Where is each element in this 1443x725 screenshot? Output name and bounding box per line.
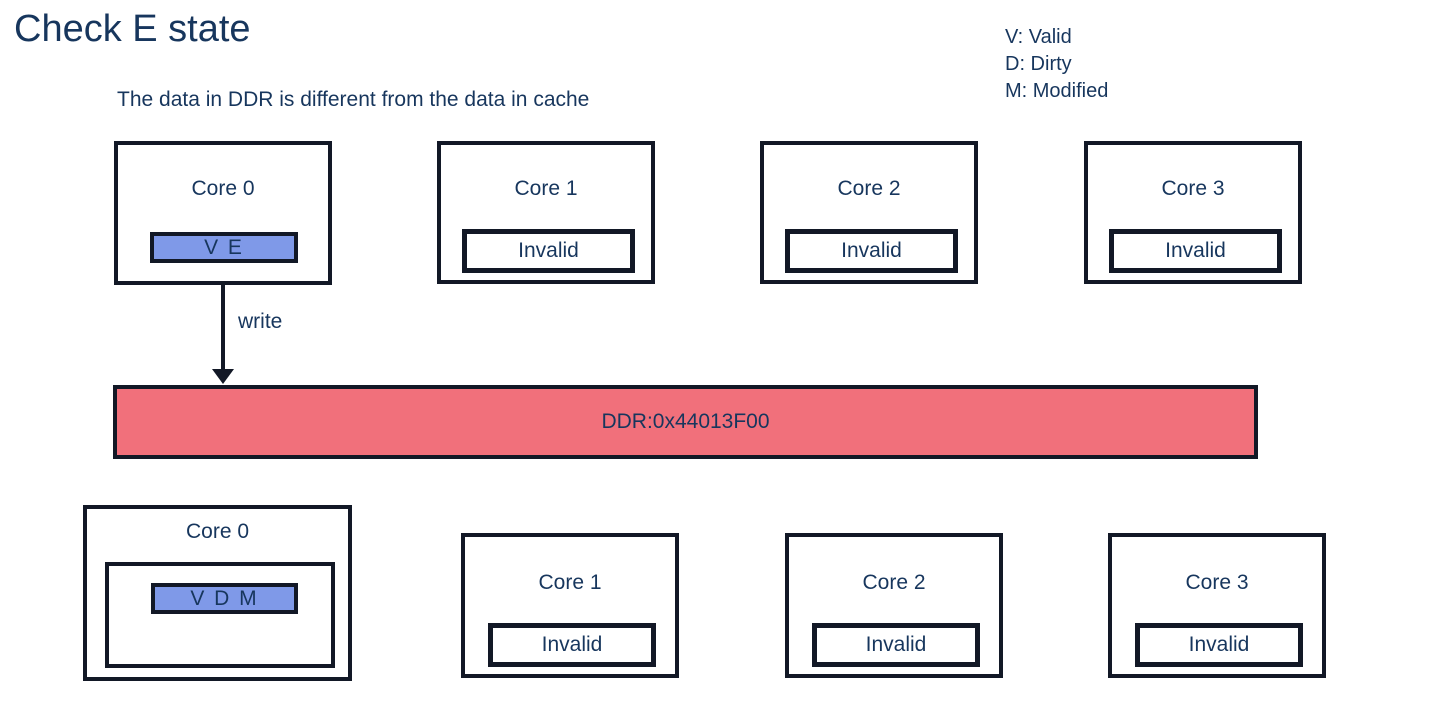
cache-state-box-vdm: V D M (151, 583, 298, 614)
cache-state-box-invalid: Invalid (1109, 229, 1282, 273)
write-arrow-label: write (238, 310, 283, 333)
core-box-bottom-2: Core 2 Invalid (785, 533, 1003, 678)
ddr-memory-bar: DDR:0x44013F00 (113, 385, 1258, 459)
page-title: Check E state (14, 8, 251, 50)
core-box-bottom-3: Core 3 Invalid (1108, 533, 1326, 678)
core-box-bottom-0: Core 0 V D M (83, 505, 352, 681)
legend-line-valid: V: Valid (1005, 26, 1072, 48)
cache-state-box-invalid: Invalid (785, 229, 958, 273)
cache-frame: V D M (105, 562, 335, 668)
legend-line-modified: M: Modified (1005, 80, 1109, 102)
core-label: Core 2 (837, 177, 901, 200)
core-box-top-1: Core 1 Invalid (437, 141, 655, 284)
core-box-top-3: Core 3 Invalid (1084, 141, 1302, 284)
core-label: Core 3 (1185, 571, 1249, 594)
core-label: Core 0 (191, 177, 255, 200)
ddr-address-label: DDR:0x44013F00 (601, 410, 770, 433)
core-box-top-0: Core 0 V E (114, 141, 332, 285)
write-arrow-head-icon (212, 369, 234, 384)
core-box-bottom-1: Core 1 Invalid (461, 533, 679, 678)
core-label: Core 1 (514, 177, 578, 200)
cache-state-box-invalid: Invalid (462, 229, 635, 273)
cache-state-box-invalid: Invalid (1135, 623, 1303, 667)
core-label: Core 3 (1161, 177, 1225, 200)
core-label: Core 2 (862, 571, 926, 594)
cache-state-box-invalid: Invalid (488, 623, 656, 667)
cache-state-box-ve: V E (150, 232, 298, 263)
write-arrow-line (221, 285, 225, 371)
core-box-top-2: Core 2 Invalid (760, 141, 978, 284)
core-label: Core 0 (185, 520, 250, 543)
state-legend: V: Valid D: Dirty M: Modified (1005, 24, 1108, 105)
subtitle-note: The data in DDR is different from the da… (117, 88, 590, 111)
core-label: Core 1 (538, 571, 602, 594)
legend-line-dirty: D: Dirty (1005, 53, 1072, 75)
cache-state-box-invalid: Invalid (812, 623, 980, 667)
